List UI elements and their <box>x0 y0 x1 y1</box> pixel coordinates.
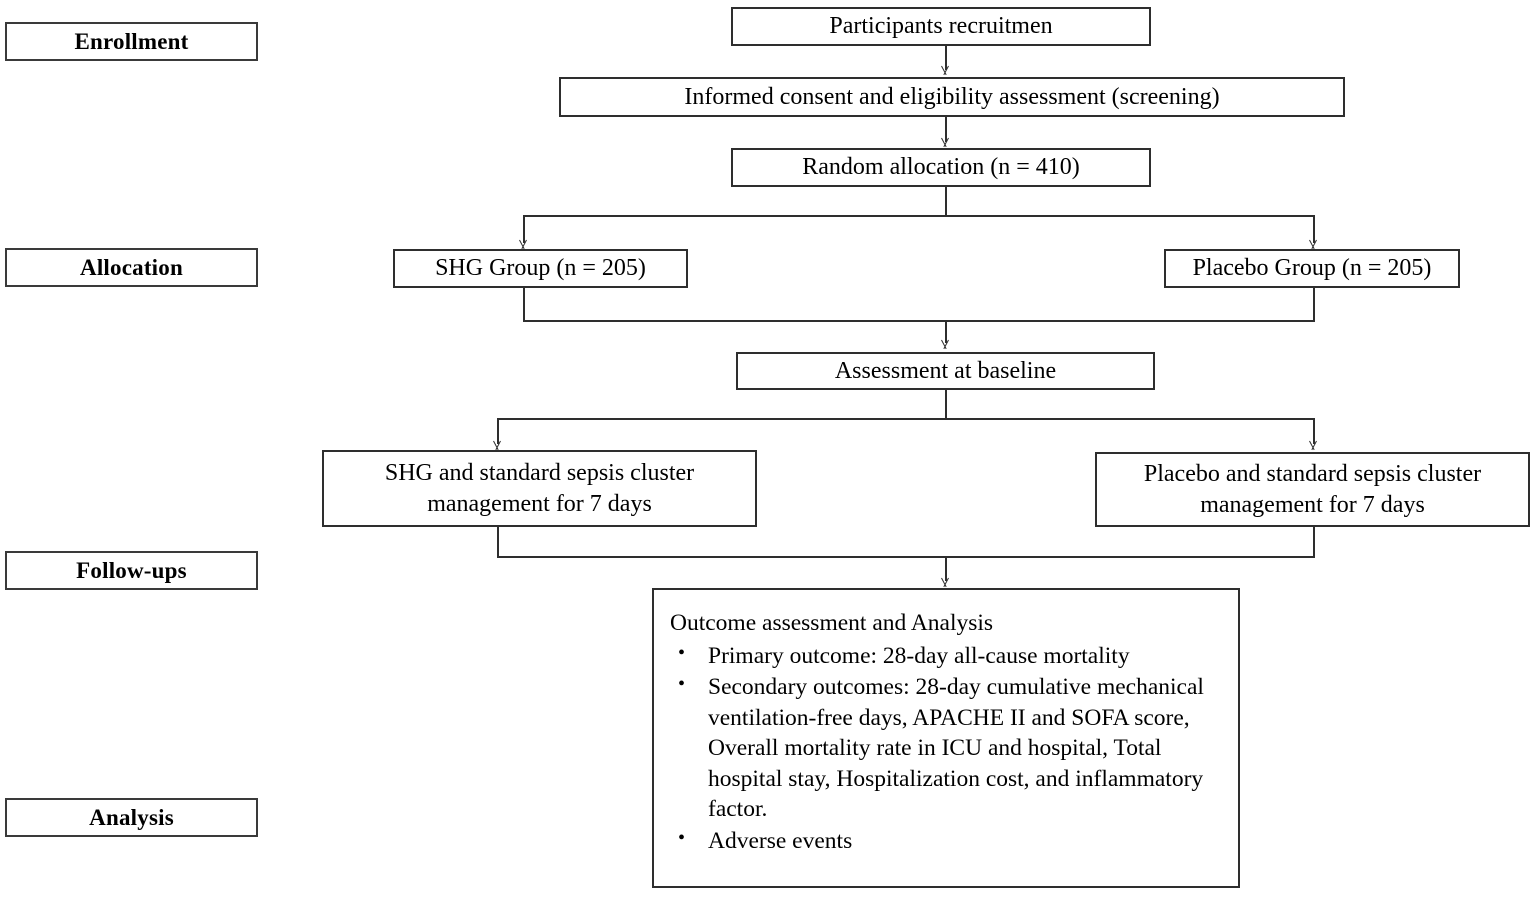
connector-placebo-treatment-down <box>1313 527 1315 558</box>
stage-label-follow-ups-text: Follow-ups <box>76 558 187 583</box>
arrowhead-outcome-icon <box>939 578 951 587</box>
outcome-list: • Primary outcome: 28-day all-cause mort… <box>668 641 1224 857</box>
outcome-item-adverse: Adverse events <box>708 827 853 854</box>
node-outcome-assessment: Outcome assessment and Analysis • Primar… <box>652 588 1240 888</box>
stage-label-allocation: Allocation <box>5 248 258 287</box>
outcome-item-secondary: Secondary outcomes: 28-day cumulative me… <box>708 674 1204 823</box>
stage-label-allocation-text: Allocation <box>80 255 183 280</box>
node-shg-group-text: SHG Group (n = 205) <box>435 255 646 282</box>
node-informed-consent-text: Informed consent and eligibility assessm… <box>684 83 1220 110</box>
stage-label-analysis-text: Analysis <box>89 805 174 830</box>
node-assessment-baseline: Assessment at baseline <box>736 352 1155 390</box>
node-shg-treatment-line1: SHG and standard sepsis cluster <box>384 459 695 486</box>
bullet-icon: • <box>678 826 686 849</box>
connector-shg-group-down <box>523 288 525 322</box>
arrowhead-placebo-treatment-icon <box>1307 441 1319 450</box>
arrowhead-placebo-group-icon <box>1307 240 1319 249</box>
connector-randomization-stem <box>945 187 947 216</box>
connector-placebo-group-down <box>1313 288 1315 322</box>
node-shg-treatment-line2: management for 7 days <box>427 490 652 517</box>
arrowhead-randomization-icon <box>939 138 951 147</box>
node-shg-group: SHG Group (n = 205) <box>393 249 688 288</box>
connector-baseline-stem <box>945 320 947 343</box>
node-informed-consent: Informed consent and eligibility assessm… <box>559 77 1345 117</box>
connector-allocation-split-bar <box>523 215 1315 217</box>
stage-label-enrollment: Enrollment <box>5 22 258 61</box>
node-participants-recruitment: Participants recruitmen <box>731 7 1151 46</box>
bullet-icon: • <box>678 673 686 696</box>
outcome-list-item: • Adverse events <box>668 826 1224 857</box>
connector-treatment-split-left <box>497 418 499 444</box>
node-participants-recruitment-text: Participants recruitmen <box>829 13 1053 40</box>
connector-treatment-split-right <box>1313 418 1315 444</box>
arrowhead-shg-treatment-icon <box>491 441 503 450</box>
outcome-title: Outcome assessment and Analysis <box>670 610 994 636</box>
node-placebo-treatment-line2: management for 7 days <box>1200 491 1425 518</box>
connector-treatment-split-bar <box>497 418 1315 420</box>
node-placebo-treatment: Placebo and standard sepsis cluster mana… <box>1095 452 1530 527</box>
node-random-allocation: Random allocation (n = 410) <box>731 148 1151 187</box>
connector-shg-treatment-down <box>497 527 499 558</box>
arrowhead-shg-group-icon <box>517 240 529 249</box>
arrowhead-consent-icon <box>939 66 951 75</box>
arrowhead-baseline-icon <box>939 340 951 349</box>
connector-outcome-stem <box>945 556 947 581</box>
node-placebo-group-text: Placebo Group (n = 205) <box>1192 255 1432 282</box>
stage-label-enrollment-text: Enrollment <box>74 29 189 54</box>
connector-allocation-split-right <box>1313 215 1315 243</box>
bullet-icon: • <box>678 641 686 664</box>
outcome-list-item: • Secondary outcomes: 28-day cumulative … <box>668 672 1224 825</box>
node-assessment-baseline-text: Assessment at baseline <box>834 357 1057 384</box>
outcome-item-primary: Primary outcome: 28-day all-cause mortal… <box>708 642 1130 669</box>
connector-recruitment-to-consent <box>945 46 947 70</box>
stage-label-follow-ups: Follow-ups <box>5 551 258 590</box>
connector-baseline-split-stem <box>945 390 947 420</box>
node-placebo-treatment-line1: Placebo and standard sepsis cluster <box>1143 460 1482 487</box>
connector-outcome-merge-bar <box>497 556 1315 558</box>
node-shg-treatment: SHG and standard sepsis cluster manageme… <box>322 450 757 527</box>
connector-consent-to-randomization <box>945 117 947 142</box>
connector-baseline-merge-bar <box>523 320 1315 322</box>
stage-label-analysis: Analysis <box>5 798 258 837</box>
connector-allocation-split-left <box>523 215 525 243</box>
node-random-allocation-text: Random allocation (n = 410) <box>802 154 1080 181</box>
node-placebo-group: Placebo Group (n = 205) <box>1164 249 1460 288</box>
outcome-list-item: • Primary outcome: 28-day all-cause mort… <box>668 641 1224 672</box>
